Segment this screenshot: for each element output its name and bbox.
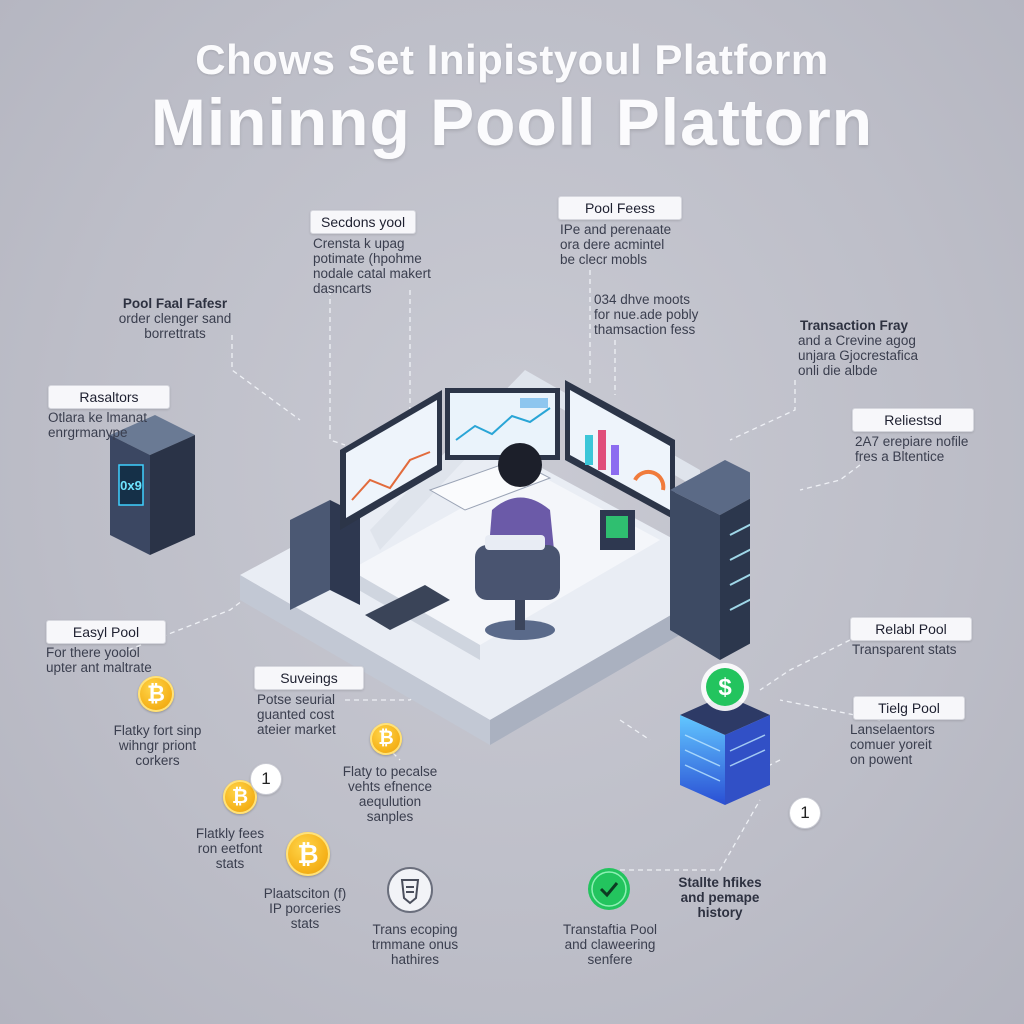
note-center-3: Transtaftia Pool and claweering senfere [562,922,658,967]
server-rack-right [670,460,750,660]
desc-realtors: Otlara ke lmanat enrgrmanype [48,410,148,440]
desc-easy-pool: For there yoolol upter ant maltrate [46,645,152,675]
monitor-center [445,388,560,460]
monitor-right [565,380,675,520]
number-badge: 1 [250,763,282,795]
note-center-2: Trans ecoping trmmane onus hathires [371,922,459,967]
bitcoin-icon: ₿ [370,723,402,755]
bitcoin-icon: ₿ [286,832,330,876]
note-left-2: Flatkly fees ron eetfont stats [195,826,265,871]
title-line-1: Chows Set Inipistyoul Platform [195,36,829,83]
checkmark-icon [588,868,630,910]
desc-pool-fees-2: 034 dhve moots for nue.ade pobly thamsac… [594,292,699,337]
note-left-3: Plaatsciton (f) IP porceries stats [263,886,347,931]
desc-pool-fast: order clenger sand borrettrats [118,311,232,341]
tag-tielg-pool: Tielg Pool [853,696,965,720]
device-display: 0x9 [120,478,142,493]
desc-transaction: and a Crevine agog unjara Gjocrestafica … [798,333,919,378]
tag-realtors: Rasaltors [48,385,170,409]
tag-reliested: Reliestsd [852,408,974,432]
tag-relabl-pool: Relabl Pool [850,617,972,641]
mining-cabinet-device: 0x9 [110,415,195,555]
desc-tielg-pool: Lanselaentors comuer yoreit on powent [850,722,935,767]
person-at-desk [475,443,560,640]
monitor-left [340,390,442,530]
desc-reliested: 2A7 erepiare nofile fres a Bltentice [855,434,969,464]
note-left-1: Flatky fort sinp wihngr priont corkers [113,723,202,768]
note-center-1: Flaty to pecalse vehts efnence aequlutio… [342,764,438,824]
workstation-scene [240,370,750,745]
desc-suveings: Potse seurial guanted cost ateier market [257,692,336,737]
number-badge: 1 [789,797,821,829]
tag-sessions-pool: Secdons yool [310,210,417,234]
desc-relabl-pool: Transparent stats [852,642,957,657]
note-right: Stallte hfikes and pemape history [678,875,762,920]
dollar-icon: $ [718,674,732,701]
desc-pool-fees: IPe and perenaate ora dere acmintel be c… [560,222,672,267]
title-pool-fast: Pool Faal Fafesr [122,296,228,311]
glowing-mining-rig: $ [680,663,770,805]
tag-suveings: Suveings [254,666,364,690]
title-line-2: Mininng Pooll Plattorn [150,85,874,159]
bitcoin-icon: ₿ [138,676,174,712]
tag-easy-pool: Easyl Pool [46,620,166,644]
desc-sessions-pool: Crensta k upag potimate (hpohme nodale c… [313,236,431,296]
shield-coin-icon [387,867,433,913]
title-transaction: Transaction Fray [800,318,909,333]
tag-pool-fees: Pool Feess [558,196,682,220]
